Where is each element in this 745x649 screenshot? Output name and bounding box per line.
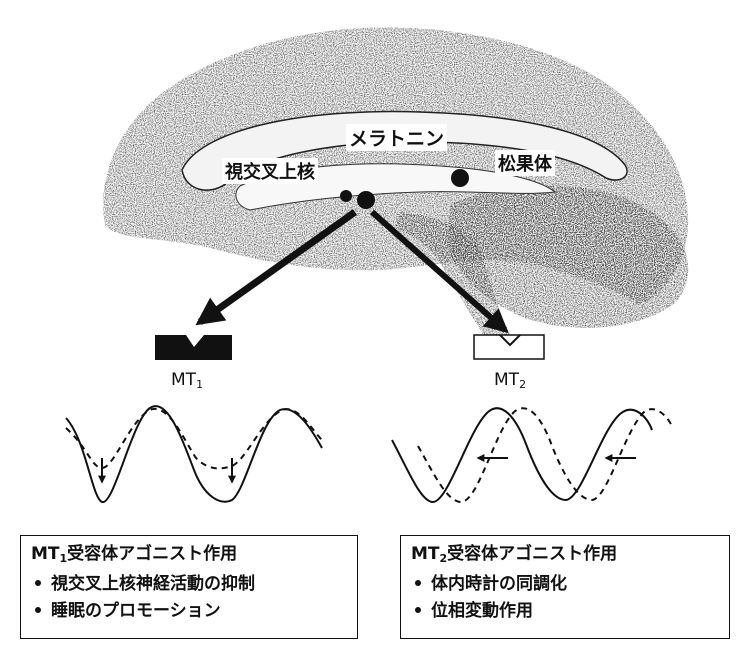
mt1-label: MT1 bbox=[171, 370, 203, 391]
mt2-label-sub: 2 bbox=[519, 378, 526, 391]
mt1-label-sub: 1 bbox=[196, 378, 203, 391]
mt1-solid-wave bbox=[66, 406, 322, 502]
mt2-effects-title: MT2受容体アゴニスト作用 bbox=[411, 542, 721, 571]
brain-illustration bbox=[103, 27, 688, 350]
mt1-label-main: MT bbox=[171, 370, 196, 390]
mt2-solid-wave bbox=[392, 408, 652, 502]
mt1-dashed-wave bbox=[66, 409, 322, 468]
mt2-effect-text: 体内時計の同調化 bbox=[431, 574, 567, 594]
mt2-title-rest: 受容体アゴニスト作用 bbox=[447, 544, 617, 564]
melatonin-label: メラトニン bbox=[346, 124, 447, 151]
mt1-effect-item: 視交叉上核神経活動の抑制 bbox=[31, 571, 349, 598]
mt1-title-main: MT bbox=[31, 544, 60, 564]
mt2-label-main: MT bbox=[494, 370, 519, 390]
mt2-effect-item: 位相変動作用 bbox=[411, 598, 721, 625]
scn-dot bbox=[357, 191, 375, 209]
mt2-effects-box: MT2受容体アゴニスト作用 体内時計の同調化 位相変動作用 bbox=[400, 535, 730, 639]
bullet-icon bbox=[35, 607, 41, 613]
mt1-title-rest: 受容体アゴニスト作用 bbox=[67, 544, 237, 564]
mt2-title-main: MT bbox=[411, 544, 440, 564]
mt1-effects-box: MT1受容体アゴニスト作用 視交叉上核神経活動の抑制 睡眠のプロモーション bbox=[20, 535, 358, 639]
mt2-dashed-wave bbox=[418, 408, 672, 502]
mt2-effect-text: 位相変動作用 bbox=[431, 601, 533, 621]
mt2-receptor-icon bbox=[474, 335, 544, 359]
mt1-receptor-icon bbox=[155, 335, 232, 360]
mt2-label: MT2 bbox=[494, 370, 526, 391]
nucleus-dot bbox=[340, 190, 352, 202]
mt1-waveform bbox=[66, 406, 322, 502]
mt1-effect-text: 睡眠のプロモーション bbox=[51, 601, 221, 621]
pineal-dot bbox=[451, 169, 469, 187]
bullet-icon bbox=[35, 580, 41, 586]
bullet-icon bbox=[415, 580, 421, 586]
mt2-waveform bbox=[392, 408, 672, 502]
pineal-label: 松果体 bbox=[495, 150, 555, 176]
mt1-effect-item: 睡眠のプロモーション bbox=[31, 598, 349, 625]
mt2-effect-item: 体内時計の同調化 bbox=[411, 571, 721, 598]
mt1-effects-title: MT1受容体アゴニスト作用 bbox=[31, 542, 349, 571]
bullet-icon bbox=[415, 607, 421, 613]
mt1-effect-text: 視交叉上核神経活動の抑制 bbox=[51, 574, 255, 594]
scn-label: 視交叉上核 bbox=[222, 158, 318, 184]
